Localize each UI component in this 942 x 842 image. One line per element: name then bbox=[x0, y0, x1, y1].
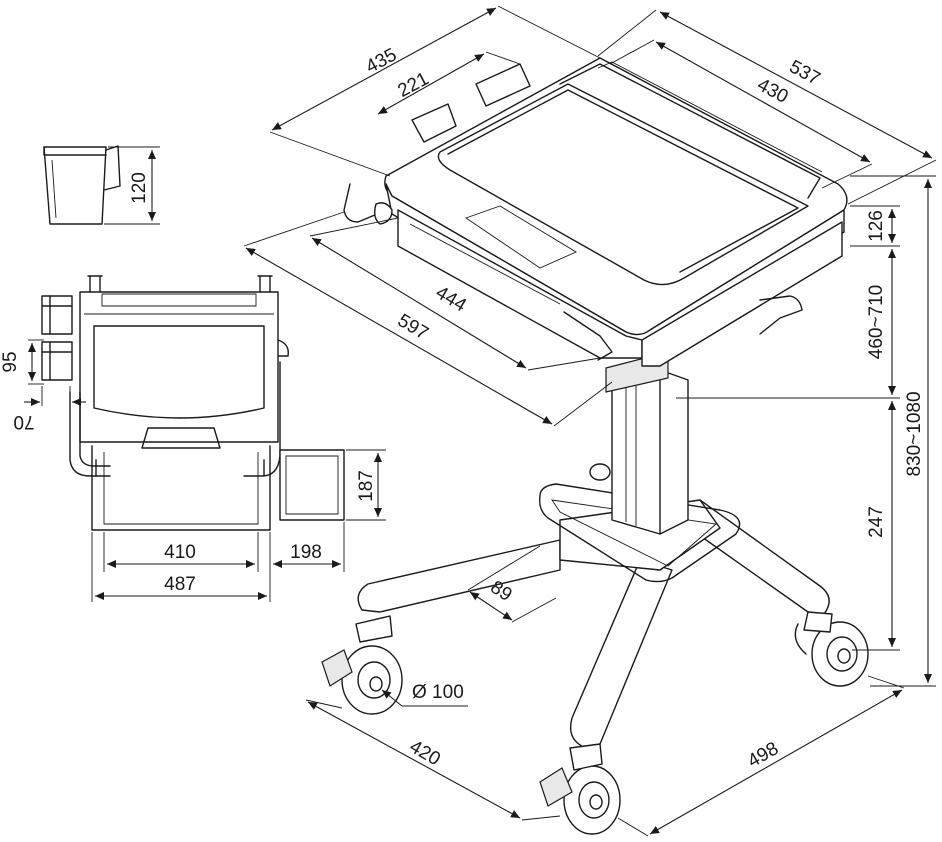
dim-height-range: 460~710 bbox=[866, 285, 887, 360]
dim-base-depth: 420 bbox=[406, 736, 444, 770]
caster-back bbox=[589, 463, 611, 481]
dim-side-tray-width: 198 bbox=[290, 542, 322, 563]
dim-total-depth: 597 bbox=[394, 310, 432, 344]
caster-front-left bbox=[321, 615, 403, 715]
dim-overall-height: 830~1080 bbox=[904, 391, 925, 476]
dim-front-width-outer: 487 bbox=[164, 574, 196, 595]
dim-top-width: 537 bbox=[786, 56, 824, 89]
dim-handle-depth: 221 bbox=[394, 68, 432, 101]
dim-holder-offset: 70 bbox=[13, 411, 34, 432]
dim-column-height: 247 bbox=[866, 506, 887, 538]
isometric-cart bbox=[321, 57, 869, 835]
caster-right bbox=[794, 611, 869, 687]
front-view: 95 70 187 410 198 487 bbox=[0, 275, 386, 602]
dim-side-tray: 187 bbox=[356, 470, 377, 502]
dim-top-height: 126 bbox=[866, 210, 887, 242]
cup-detail: 120 bbox=[43, 145, 160, 225]
dim-holder-spacing: 95 bbox=[0, 351, 21, 372]
dim-top-depth: 435 bbox=[362, 44, 400, 77]
dim-tray-depth: 444 bbox=[432, 282, 470, 317]
dim-cup-height: 120 bbox=[129, 172, 150, 204]
dim-base-width: 498 bbox=[744, 738, 782, 772]
caster-front bbox=[539, 743, 621, 835]
dim-front-width-inner: 410 bbox=[164, 542, 196, 563]
dim-wheel-diameter: Ø 100 bbox=[412, 682, 464, 703]
